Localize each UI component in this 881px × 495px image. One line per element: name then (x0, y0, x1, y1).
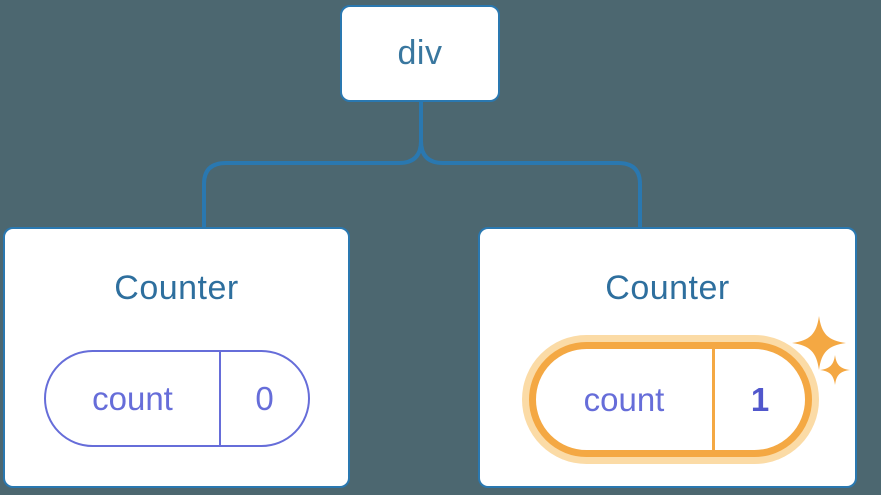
state-value: 1 (750, 380, 770, 418)
state-key-label: count (46, 352, 221, 445)
counter-card-right: Counter count 1 (478, 227, 857, 488)
state-pill: count 0 (44, 350, 310, 447)
counter-card-left: Counter count 0 (3, 227, 350, 488)
root-node-div: div (340, 5, 500, 102)
sparkle-small (820, 355, 850, 385)
sparkles-icon (792, 316, 850, 385)
root-node-label: div (397, 34, 443, 72)
state-pill-highlighted: count 1 (529, 342, 812, 457)
component-title: Counter (114, 269, 239, 307)
connector-right-branch (419, 102, 642, 227)
state-value: 0 (255, 379, 274, 417)
component-title: Counter (605, 269, 730, 307)
sparkle-large (792, 316, 846, 370)
connector-left-branch (202, 102, 423, 227)
state-key-label: count (536, 349, 715, 450)
